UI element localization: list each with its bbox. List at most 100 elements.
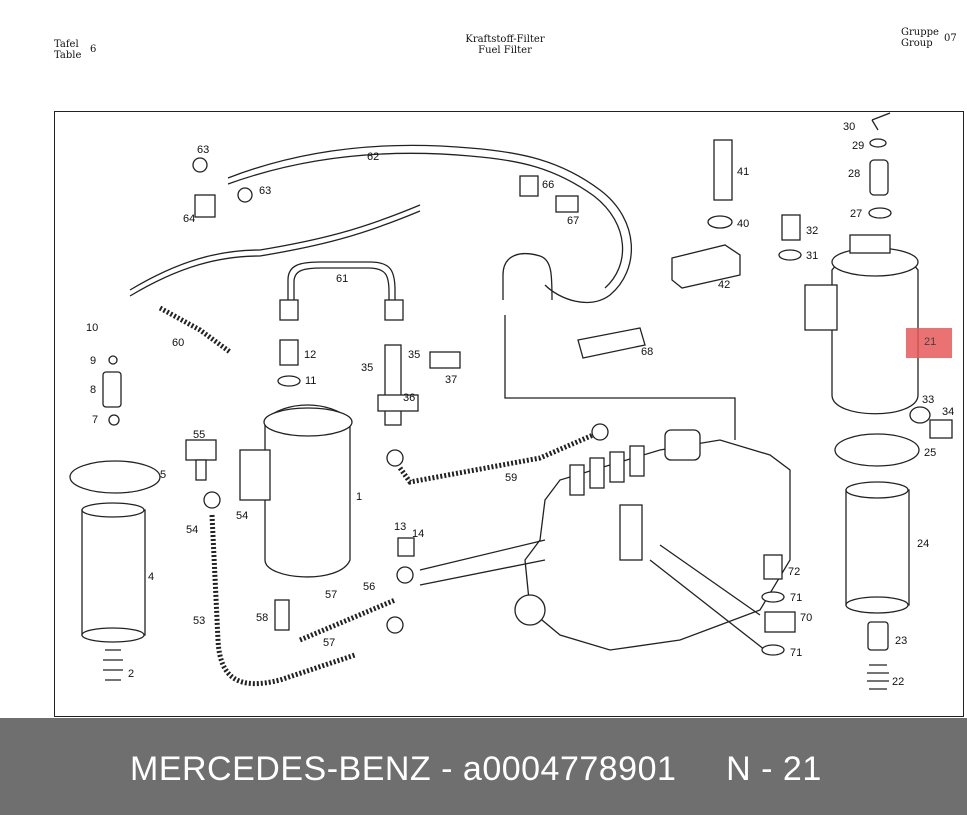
line-61-nut-right <box>384 299 404 321</box>
screw-30 <box>871 112 891 131</box>
leader-lines <box>419 539 766 651</box>
tee-fitting-36-arm <box>377 394 419 412</box>
label-part-70: 70 <box>800 612 812 624</box>
leader-line-pump <box>504 315 736 440</box>
label-part-63-top: 63 <box>197 144 209 156</box>
label-part-57-top: 57 <box>325 589 337 601</box>
filter-element-24 <box>845 489 910 606</box>
washer-33 <box>909 406 931 424</box>
label-part-67: 67 <box>567 215 579 227</box>
fuel-line-62 <box>227 144 632 304</box>
label-part-8: 8 <box>90 384 96 396</box>
label-part-55: 55 <box>193 429 205 441</box>
highlighted-part-21[interactable]: 21 <box>906 328 952 358</box>
label-part-27: 27 <box>850 208 862 220</box>
pump-outlet-4 <box>629 445 645 477</box>
hose-56 <box>299 597 396 643</box>
washer-27 <box>868 207 892 219</box>
filter-housing-21-head <box>849 234 891 254</box>
washer-9 <box>108 355 118 365</box>
washer-31 <box>778 249 802 261</box>
injection-pump <box>524 439 791 651</box>
plug-8 <box>102 371 122 408</box>
label-part-37: 37 <box>445 374 457 386</box>
label-part-61: 61 <box>336 273 348 285</box>
label-part-33: 33 <box>922 394 934 406</box>
spring-2 <box>103 649 123 681</box>
seal-ring-25 <box>834 433 920 467</box>
fuel-line-61 <box>287 261 396 315</box>
fuel-line-62-edge <box>227 152 624 289</box>
label-part-35-left: 35 <box>361 362 373 374</box>
label-part-24: 24 <box>917 538 929 550</box>
label-part-35-right: 35 <box>408 349 420 361</box>
banjo-bolt-55-shank <box>195 459 207 481</box>
pump-governor-cap <box>664 429 701 461</box>
label-part-54-right: 54 <box>236 510 248 522</box>
washer-63 <box>192 157 208 173</box>
label-part-34: 34 <box>942 406 954 418</box>
sleeve-67 <box>555 195 579 213</box>
diagram-frame <box>54 111 964 717</box>
label-part-68: 68 <box>641 346 653 358</box>
label-part-23: 23 <box>895 635 907 647</box>
label-part-56: 56 <box>363 581 375 593</box>
filter-element-4-bottom <box>81 627 145 643</box>
washer-11 <box>277 375 301 387</box>
label-part-72: 72 <box>788 566 800 578</box>
label-part-58: 58 <box>256 612 268 624</box>
label-part-13: 13 <box>394 521 406 533</box>
label-part-59: 59 <box>505 472 517 484</box>
title-de: Kraftstoff-Filter <box>465 34 545 45</box>
label-part-14: 14 <box>412 528 424 540</box>
banjo-53-end <box>386 616 404 634</box>
clip-68 <box>577 327 646 359</box>
label-part-53: 53 <box>193 615 205 627</box>
plug-72 <box>763 554 783 580</box>
washer-71a <box>761 591 785 603</box>
label-part-57-bottom: 57 <box>323 637 335 649</box>
label-part-71-bottom: 71 <box>790 647 802 659</box>
banjo-bolt-55 <box>185 439 217 461</box>
hose-60 <box>158 305 232 355</box>
label-part-66: 66 <box>542 179 554 191</box>
label-part-2: 2 <box>128 668 134 680</box>
group-number: 07 <box>944 33 957 44</box>
fuel-line-61-edge <box>293 267 390 315</box>
label-part-7: 7 <box>92 414 98 426</box>
label-part-42: 42 <box>718 279 730 291</box>
part-number-caption: MERCEDES-BENZ - a0004778901 N - 21 <box>130 750 822 788</box>
table-number: 6 <box>90 44 97 55</box>
title-en: Fuel Filter <box>478 45 532 56</box>
banjo-59-end <box>591 423 609 441</box>
union-32 <box>781 214 801 241</box>
banjo-bolt-64 <box>194 194 216 218</box>
filter-element-4-top <box>81 502 145 518</box>
banjo-56 <box>396 566 414 584</box>
washer-40 <box>707 215 733 229</box>
plug-14 <box>397 537 415 557</box>
filter-housing-21-flange <box>804 284 838 331</box>
tee-fitting-36 <box>384 344 402 426</box>
filter-housing-1 <box>264 404 351 578</box>
label-part-41: 41 <box>737 166 749 178</box>
filter-element-4 <box>81 509 146 636</box>
bolt-58 <box>274 599 290 631</box>
label-part-10: 10 <box>86 322 98 334</box>
banjo-bolt-37 <box>429 351 461 369</box>
banjo-59 <box>386 449 404 467</box>
label-part-71-top: 71 <box>790 592 802 604</box>
bracket-42 <box>671 244 741 289</box>
banjo-70 <box>764 611 796 633</box>
pump-outlet-2 <box>589 457 605 489</box>
fuel-line-overflow <box>129 204 421 291</box>
highlighted-part-label: 21 <box>924 336 937 348</box>
banjo-53 <box>203 491 221 509</box>
pump-outlet-3 <box>609 451 625 483</box>
label-part-12: 12 <box>304 349 316 361</box>
table-label-en: Table <box>54 50 82 61</box>
label-part-1: 1 <box>356 491 362 503</box>
label-part-4: 4 <box>148 571 154 583</box>
plug-34 <box>929 419 953 439</box>
label-part-31: 31 <box>806 250 818 262</box>
